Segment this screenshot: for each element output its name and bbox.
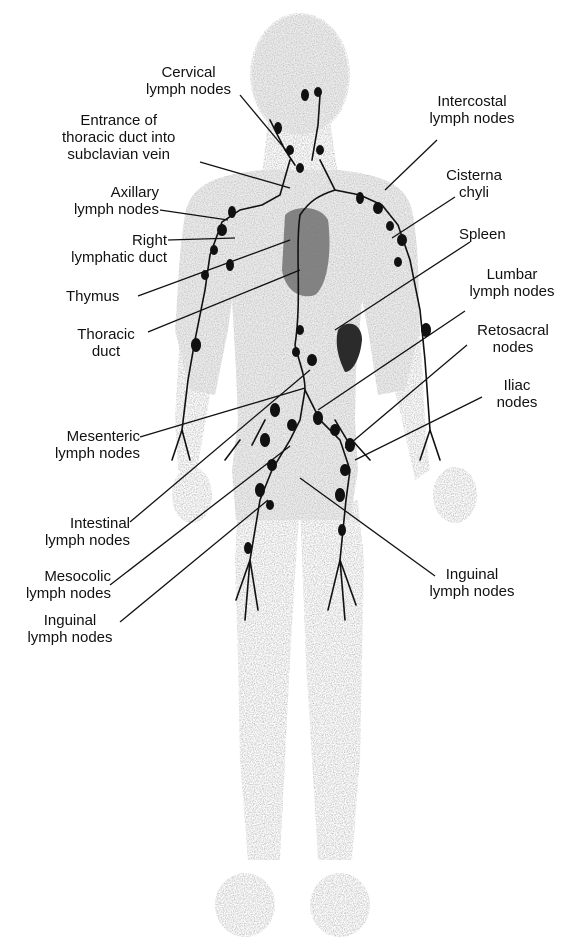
label-line: Thoracic: [66, 326, 146, 343]
label-line: lymph nodes: [48, 201, 159, 218]
label-spleen: Spleen: [459, 226, 506, 243]
label-line: lymph nodes: [18, 532, 130, 549]
label-line: Intercostal: [416, 93, 528, 110]
label-line: lymph nodes: [16, 585, 111, 602]
label-line: lymph nodes: [30, 445, 140, 462]
label-line: chyli: [438, 184, 510, 201]
label-line: lymph nodes: [456, 283, 568, 300]
label-line: Lumbar: [456, 266, 568, 283]
label-line: Retosacral: [470, 322, 556, 339]
label-line: Inguinal: [416, 566, 528, 583]
label-line: Axillary: [48, 184, 159, 201]
label-line: Right: [40, 232, 167, 249]
label-line: duct: [66, 343, 146, 360]
label-line: Spleen: [459, 226, 506, 243]
label-line: Iliac: [486, 377, 548, 394]
label-mesocolic-lymph-nodes: Mesocolic lymph nodes: [16, 568, 111, 602]
label-lumbar-lymph-nodes: Lumbar lymph nodes: [456, 266, 568, 300]
label-line: subclavian vein: [62, 146, 175, 163]
label-line: Intestinal: [18, 515, 130, 532]
label-iliac-nodes: Iliac nodes: [486, 377, 548, 411]
label-line: thoracic duct into: [62, 129, 175, 146]
label-intercostal-lymph-nodes: Intercostal lymph nodes: [416, 93, 528, 127]
label-retosacral-nodes: Retosacral nodes: [470, 322, 556, 356]
label-cisterna-chyli: Cisterna chyli: [438, 167, 510, 201]
label-line: Mesenteric: [30, 428, 140, 445]
label-line: Inguinal: [18, 612, 122, 629]
label-thoracic-duct: Thoracic duct: [66, 326, 146, 360]
label-line: lymph nodes: [18, 629, 122, 646]
label-mesenteric-lymph-nodes: Mesenteric lymph nodes: [30, 428, 140, 462]
label-entrance-thoracic-duct: Entrance of thoracic duct into subclavia…: [62, 112, 175, 163]
label-thymus: Thymus: [66, 288, 119, 305]
label-intestinal-lymph-nodes: Intestinal lymph nodes: [18, 515, 130, 549]
label-line: Cervical: [146, 64, 231, 81]
label-line: nodes: [486, 394, 548, 411]
label-axillary-lymph-nodes: Axillary lymph nodes: [48, 184, 159, 218]
label-line: lymph nodes: [416, 583, 528, 600]
label-line: lymphatic duct: [40, 249, 167, 266]
label-inguinal-lymph-nodes-right: Inguinal lymph nodes: [416, 566, 528, 600]
thymus-organ: [282, 208, 329, 296]
label-line: Mesocolic: [16, 568, 111, 585]
label-line: Cisterna: [438, 167, 510, 184]
label-right-lymphatic-duct: Right lymphatic duct: [40, 232, 167, 266]
label-line: Entrance of: [62, 112, 175, 129]
label-line: lymph nodes: [416, 110, 528, 127]
label-line: nodes: [470, 339, 556, 356]
label-inguinal-lymph-nodes-left: Inguinal lymph nodes: [18, 612, 122, 646]
label-line: lymph nodes: [146, 81, 231, 98]
label-line: Thymus: [66, 288, 119, 305]
label-cervical-lymph-nodes: Cervical lymph nodes: [146, 64, 231, 98]
